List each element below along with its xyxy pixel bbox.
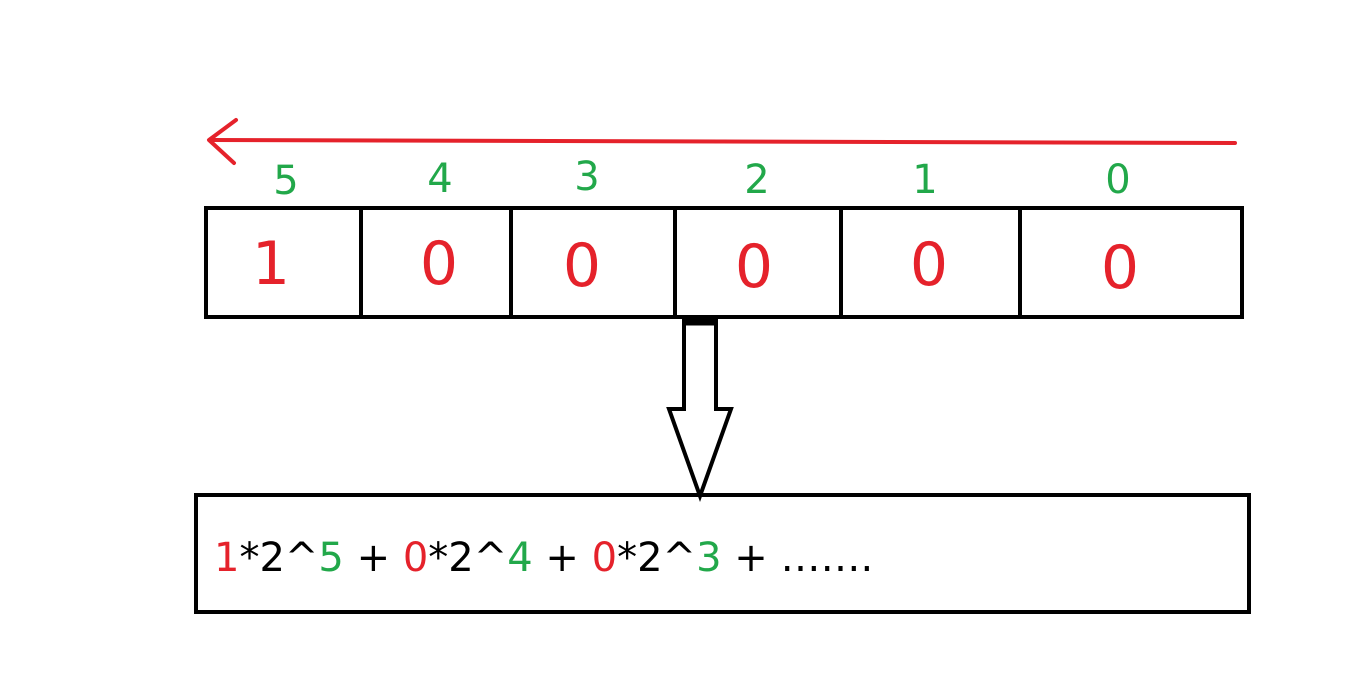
index-label: 4 (427, 156, 452, 202)
formula-join: + (722, 535, 781, 581)
formula-join: + (344, 535, 403, 581)
down-arrow-icon (666, 318, 734, 502)
formula-bit: 0 (592, 535, 617, 581)
formula-exponent: 5 (318, 535, 343, 581)
bit-value: 0 (1101, 233, 1139, 303)
formula-base: *2^ (617, 535, 696, 581)
index-label: 0 (1105, 157, 1130, 203)
index-label: 5 (273, 158, 298, 204)
formula-exponent: 4 (507, 535, 532, 581)
formula-join: + (533, 535, 592, 581)
direction-arrow (207, 118, 1237, 165)
index-label: 3 (574, 154, 599, 200)
formula-bit: 0 (403, 535, 428, 581)
formula-base: *2^ (239, 535, 318, 581)
index-labels: 5 4 3 2 1 0 (273, 154, 1130, 204)
formula-box: 1*2^5 + 0*2^4 + 0*2^3 + ……. (194, 493, 1251, 614)
formula-base: *2^ (428, 535, 507, 581)
left-arrow-icon (207, 118, 238, 165)
formula-box-outline (194, 493, 1251, 614)
bit-value: 0 (735, 232, 773, 302)
bit-value: 0 (420, 229, 458, 299)
bit-array-outline (204, 206, 1244, 319)
bit-value: 0 (563, 231, 601, 301)
bit-array: 1 0 0 0 0 0 (204, 206, 1244, 319)
index-label: 2 (744, 157, 769, 203)
formula-ellipsis: ……. (780, 535, 873, 581)
expansion-formula: 1*2^5 + 0*2^4 + 0*2^3 + ……. (214, 535, 873, 581)
formula-exponent: 3 (696, 535, 721, 581)
formula-bit: 1 (214, 535, 239, 581)
down-arrow (666, 318, 734, 502)
bit-value: 0 (910, 230, 948, 300)
bit-value: 1 (252, 229, 290, 299)
direction-arrow-shaft (210, 138, 1237, 145)
index-label: 1 (912, 157, 937, 203)
